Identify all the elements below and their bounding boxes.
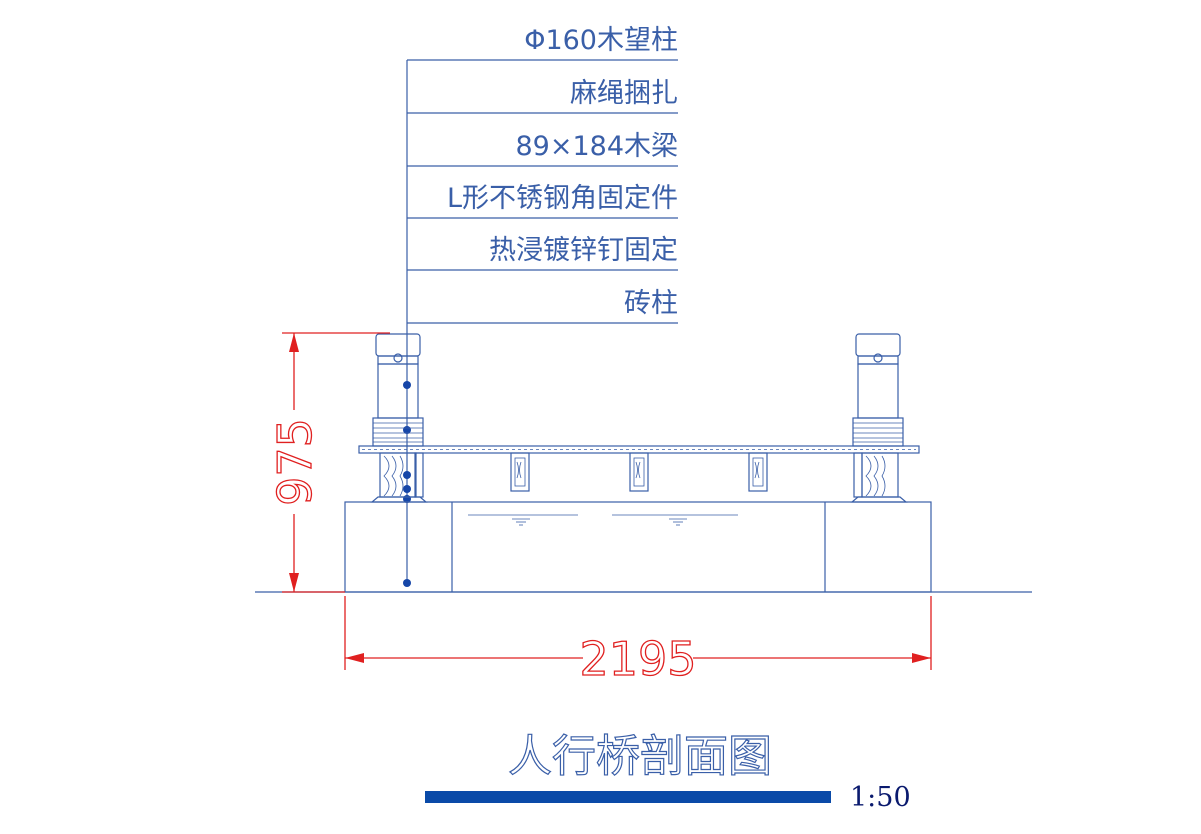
callout-label-bracket: L形不锈钢角固定件 [447, 183, 678, 214]
ground-and-foundation [255, 501, 1032, 593]
right-post-assembly [850, 333, 908, 503]
rope-binding [857, 355, 899, 365]
leader-dot [403, 579, 411, 587]
height-dimension-label: 975 [268, 418, 322, 506]
post-cap [855, 333, 901, 357]
pier-cap [370, 496, 428, 503]
foundation-outline [344, 501, 932, 593]
leader-dot [403, 485, 411, 493]
dimension-arrow [345, 653, 364, 663]
timber-post [857, 363, 899, 419]
leader-dots [403, 381, 411, 587]
water-level-symbol [512, 518, 687, 526]
bridge-deck [358, 445, 920, 454]
rope-binding [377, 355, 419, 365]
joist [510, 452, 530, 492]
timber-post [377, 363, 419, 419]
callout-label-post: Φ160木望柱 [524, 25, 678, 56]
left-post-assembly [370, 333, 428, 503]
rope-wrap [852, 417, 904, 447]
joist [748, 452, 768, 492]
callout-label-nails: 热浸镀锌钉固定 [489, 235, 678, 266]
drawing-title: 人行桥剖面图 [508, 731, 772, 782]
leader-dot [403, 381, 411, 389]
pier-cap [850, 496, 908, 503]
dimension-arrow [289, 333, 299, 352]
leader-dot [403, 471, 411, 479]
dimension-arrow [912, 653, 931, 663]
scale-bar [425, 791, 831, 803]
callout-label-pier: 砖柱 [624, 288, 678, 319]
rope-knot [393, 353, 403, 363]
callout-label-beam: 89×184木梁 [515, 131, 678, 162]
width-dimension-label: 2195 [579, 632, 696, 686]
callout-stack: Φ160木望柱 麻绳捆扎 89×184木梁 L形不锈钢角固定件 热浸镀锌钉固定 … [403, 25, 678, 587]
callout-label-rope: 麻绳捆扎 [570, 78, 678, 109]
width-dimension: 2195 [344, 596, 932, 687]
post-cap [375, 333, 421, 357]
height-dimension: 975 [267, 332, 390, 593]
dimension-arrow [289, 573, 299, 592]
joists [510, 452, 768, 492]
rope-knot [873, 353, 883, 363]
rope-wrap [372, 417, 424, 447]
joist [629, 452, 649, 492]
steel-angle-bracket [853, 452, 863, 498]
scale-label: 1:50 [850, 782, 911, 813]
